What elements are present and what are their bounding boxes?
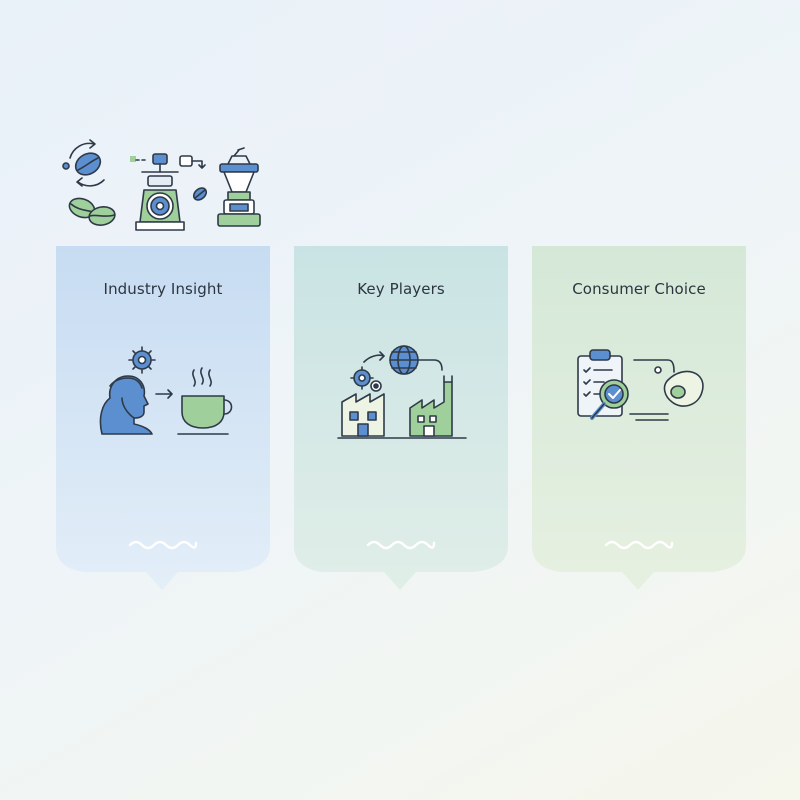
card-background	[294, 246, 508, 590]
wave-divider	[604, 540, 674, 550]
card-title: Consumer Choice	[572, 280, 706, 298]
card-title: Key Players	[357, 280, 445, 298]
checklist-review-icon	[564, 342, 714, 442]
card-background	[532, 246, 746, 590]
card-background	[56, 246, 270, 590]
wave-divider	[128, 540, 198, 550]
wave-divider	[366, 540, 436, 550]
global-factories-icon	[326, 342, 476, 442]
card-key-players: Key Players	[294, 246, 508, 592]
coffee-processing-icon	[56, 136, 270, 240]
thinking-coffee-icon	[88, 342, 238, 442]
card-consumer-choice: Consumer Choice	[532, 246, 746, 592]
card-industry-insight: Industry Insight	[56, 246, 270, 592]
card-title: Industry Insight	[103, 280, 223, 298]
